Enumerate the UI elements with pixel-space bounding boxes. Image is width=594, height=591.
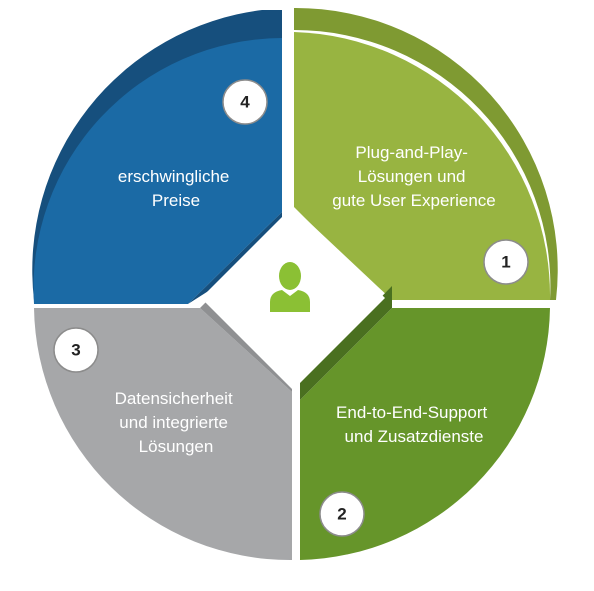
segment-4-face [33,38,283,304]
segment-1-number-badge: 1 [483,239,529,285]
segment-2-face [300,308,550,560]
center-diamond [201,206,385,390]
segment-4-inner-shade [188,212,282,304]
segment-2-label: End-to-End-Support und Zusatzdienste [336,403,492,446]
segment-2: End-to-End-Support und Zusatzdienste 2 [300,286,550,560]
segment-4-number-badge: 4 [222,79,268,125]
segment-2-inner-shade [300,286,392,400]
segment-4-number: 4 [240,93,250,112]
segment-3-number: 3 [71,341,80,360]
segment-2-number-badge: 2 [319,491,365,537]
segment-2-number: 2 [337,505,346,524]
segment-3-label: Datensicherheit und integrierte Lösungen [115,389,238,456]
segment-3-number-badge: 3 [53,327,99,373]
segment-1-number: 1 [501,253,510,272]
segment-1-label: Plug-and-Play- Lösungen und gute User Ex… [332,143,495,210]
user-icon [270,262,310,312]
segment-1-face [294,32,551,300]
segment-1: Plug-and-Play- Lösungen und gute User Ex… [294,7,558,301]
segment-4: erschwingliche Preise 4 [32,10,283,304]
segment-4-label: erschwingliche Preise [118,167,234,210]
segment-3-face [34,308,292,561]
